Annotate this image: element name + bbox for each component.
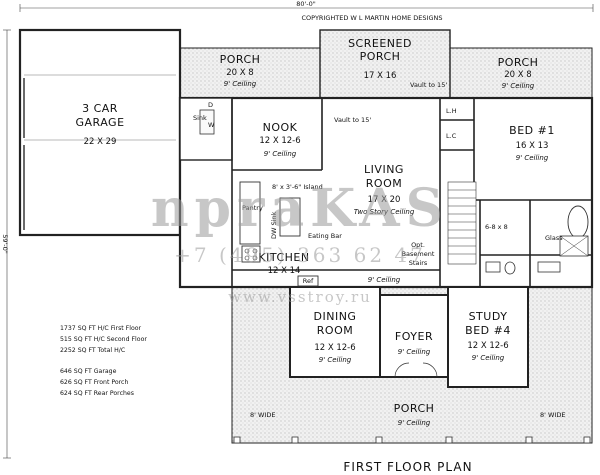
- study-size: 12 X 12-6: [467, 341, 508, 351]
- bed1-name: BED #1: [509, 124, 555, 137]
- foyer-ceiling: 9' Ceiling: [398, 348, 431, 356]
- dining-size: 12 X 12-6: [314, 343, 355, 353]
- study-name-2: BED #4: [465, 324, 511, 337]
- porch-left-name: PORCH: [220, 53, 261, 66]
- study-room: [447, 286, 529, 388]
- front-door-swing: [422, 362, 438, 378]
- closet-label: L.C: [446, 132, 457, 140]
- copyright-text: COPYRIGHTED W L MARTIN HOME DESIGNS: [302, 14, 443, 22]
- nook-ceiling: 9' Ceiling: [264, 150, 297, 158]
- garage-name-2: GARAGE: [75, 116, 124, 129]
- opt-stairs-2: Basement: [402, 250, 435, 258]
- washer-dryer: [199, 109, 215, 135]
- hall-ceiling: 9' Ceiling: [368, 276, 401, 284]
- study-name-1: STUDY: [469, 310, 508, 323]
- refrigerator: [297, 275, 319, 287]
- overall-width-dimension: [19, 4, 594, 12]
- porch-left-ceiling: 9' Ceiling: [224, 80, 257, 88]
- eating-bar-label: Eating Bar: [308, 232, 342, 240]
- vanity-sink: [485, 261, 501, 273]
- vanity-sink: [537, 261, 561, 273]
- burner-icon: [244, 255, 250, 261]
- kitchen-name: KITCHEN: [258, 251, 309, 264]
- stat-line: 624 SQ FT Rear Porches: [60, 390, 134, 397]
- linen-label: L.H: [446, 107, 457, 115]
- dw-sink-label: DW Sink: [270, 211, 278, 239]
- wic-label: 6-8 x 8: [485, 223, 508, 231]
- glass-label: Glass: [545, 234, 563, 242]
- front-porch-name: PORCH: [394, 402, 435, 415]
- pantry-label: Pantry: [242, 204, 263, 212]
- interior-walls: [231, 98, 592, 287]
- study-ceiling: 9' Ceiling: [472, 354, 505, 362]
- porch-right-size: 20 X 8: [504, 70, 531, 80]
- shower-mark: [559, 235, 589, 257]
- ref-label: Ref: [303, 277, 314, 285]
- stat-line: 646 SQ FT Garage: [60, 368, 117, 375]
- screened-porch-name-1: SCREENED: [348, 37, 412, 50]
- stat-line: 626 SQ FT Front Porch: [60, 379, 128, 386]
- kitchen-island: [279, 197, 301, 237]
- watermark-url: www.vsstroy.ru: [228, 288, 372, 306]
- garage-size: 22 X 29: [84, 137, 117, 147]
- living-name-2: ROOM: [366, 177, 402, 190]
- vault-left-label: Vault to 15': [334, 116, 371, 124]
- screened-porch-size: 17 X 16: [364, 71, 397, 81]
- washer-label: W: [208, 121, 215, 129]
- stat-line: 515 SQ FT H/C Second Floor: [60, 336, 147, 343]
- dining-room: [289, 286, 381, 378]
- range: [241, 245, 261, 263]
- square-footage-table: 1737 SQ FT H/C First Floor 515 SQ FT H/C…: [60, 325, 147, 397]
- wide-left-label: 8' WIDE: [250, 411, 275, 419]
- nook-name: NOOK: [263, 121, 298, 134]
- opt-stairs-1: Opt.: [411, 241, 425, 249]
- front-porch-ceiling: 9' Ceiling: [398, 419, 431, 427]
- garage-name-1: 3 CAR: [82, 102, 118, 115]
- bed1-ceiling: 9' Ceiling: [516, 154, 549, 162]
- living-ceiling: Two Story Ceiling: [354, 208, 415, 216]
- stat-line: 2252 SQ FT Total H/C: [60, 347, 125, 354]
- overall-width-label: 80'-0": [296, 0, 316, 8]
- wide-right-label: 8' WIDE: [540, 411, 565, 419]
- dining-name-1: DINING: [314, 310, 357, 323]
- porch-columns: [233, 436, 591, 444]
- kitchen-size: 12 X 14: [268, 266, 301, 276]
- burner-icon: [244, 248, 250, 254]
- bed1-size: 16 X 13: [516, 141, 549, 151]
- front-door-swing: [394, 362, 410, 378]
- porch-left-size: 20 X 8: [226, 68, 253, 78]
- overall-depth-dimension: [3, 29, 11, 459]
- foyer-name: FOYER: [395, 330, 433, 343]
- porch-right-ceiling: 9' Ceiling: [502, 82, 535, 90]
- island-label: 8' x 3'-6" Island: [272, 183, 323, 191]
- living-name-1: LIVING: [364, 163, 404, 176]
- opt-stairs-3: Stairs: [409, 259, 428, 267]
- watermark-logo: npraKAS: [151, 178, 449, 239]
- dryer-label: D: [208, 101, 213, 109]
- screened-porch-name-2: PORCH: [360, 50, 401, 63]
- sink-label: Sink: [193, 114, 207, 122]
- basement-stairs: [447, 181, 477, 265]
- pantry-counter: [239, 181, 261, 245]
- burner-icon: [252, 248, 258, 254]
- toilet: [504, 261, 516, 275]
- garage-room: [18, 28, 182, 237]
- living-size: 17 X 20: [368, 195, 401, 205]
- nook-size: 12 X 12-6: [259, 136, 300, 146]
- plan-title: FIRST FLOOR PLAN: [343, 460, 472, 474]
- vault-right-label: Vault to 15': [410, 81, 447, 89]
- dining-name-2: ROOM: [317, 324, 353, 337]
- bathtub: [567, 205, 589, 239]
- porch-right-name: PORCH: [498, 56, 539, 69]
- dining-ceiling: 9' Ceiling: [319, 356, 352, 364]
- overall-depth-label: 59'-0": [1, 234, 9, 254]
- stat-line: 1737 SQ FT H/C First Floor: [60, 325, 142, 332]
- burner-icon: [252, 255, 258, 261]
- watermark-phone: +7 (495) 363 62 47: [174, 243, 426, 267]
